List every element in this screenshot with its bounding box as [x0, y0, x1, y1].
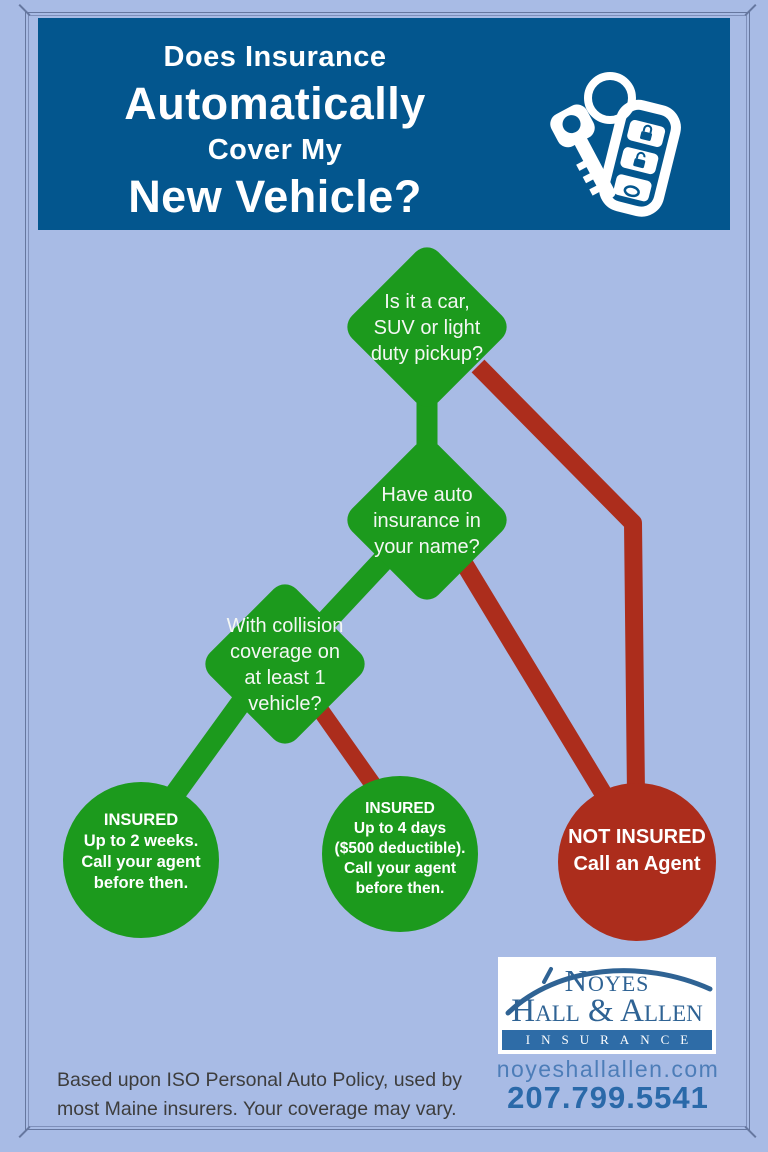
outcome-text-line: NOT INSURED — [568, 826, 706, 848]
question-text-line: vehicle? — [248, 693, 322, 715]
website-text: noyeshallallen.com — [496, 1056, 720, 1082]
decision-label-own-insurance: Have auto insurance in your name? — [340, 482, 514, 560]
question-text-line: insurance in — [373, 510, 481, 532]
yes-line-q3-insured2weeks — [163, 693, 252, 805]
decision-label-vehicle-type: Is it a car, SUV or light duty pickup? — [340, 289, 514, 367]
car-keys-icon — [550, 72, 681, 217]
question-text-line: SUV or light — [373, 317, 481, 339]
outcome-text-line: Call your agent — [81, 853, 201, 871]
outcome-insured-4-days: INSURED Up to 4 days ($500 deductible). … — [322, 776, 478, 932]
question-text-line: your name? — [374, 536, 480, 558]
logo-swoosh-arc — [505, 967, 713, 1016]
outcome-text-line: Call your agent — [344, 860, 456, 877]
title-line-3: Cover My — [207, 134, 343, 166]
header-banner: Does Insurance Automatically Cover My Ne… — [38, 18, 730, 230]
logo-name-top: Noyes — [564, 963, 650, 998]
question-text-line: at least 1 — [244, 667, 326, 689]
title-line-2: Automatically — [124, 78, 426, 129]
disclaimer-line: Based upon ISO Personal Auto Policy, use… — [57, 1069, 463, 1091]
noyes-hall-allen-logo: Noyes Hall & Allen INSURANCE — [498, 957, 716, 1054]
outcome-text-line: INSURED — [103, 811, 179, 829]
question-text-line: Is it a car, — [384, 291, 470, 313]
poster-title: Does Insurance Automatically Cover My Ne… — [65, 36, 485, 222]
outcome-text-line: Call an Agent — [573, 853, 701, 875]
logo-name-bottom: Hall & Allen — [511, 993, 703, 1029]
question-text-line: With collision — [226, 615, 344, 637]
no-line-q1-notinsured — [471, 359, 645, 796]
disclaimer-line: most Maine insurers. Your coverage may v… — [57, 1098, 457, 1120]
outcome-text-line: Up to 4 days — [353, 820, 447, 837]
disclaimer-text: Based upon ISO Personal Auto Policy, use… — [57, 1066, 467, 1124]
question-text-line: coverage on — [229, 641, 341, 663]
outcome-text-line: Up to 2 weeks. — [83, 832, 199, 850]
outcome-insured-2-weeks: INSURED Up to 2 weeks. Call your agent b… — [63, 782, 219, 938]
title-line-4: New Vehicle? — [128, 171, 422, 222]
outcome-text-line: INSURED — [365, 800, 435, 817]
question-text-line: duty pickup? — [370, 343, 484, 365]
outcome-text-line: before then. — [93, 874, 189, 892]
yes-line-q2-q3 — [309, 545, 399, 638]
phone-number: 207.799.5541 — [507, 1080, 709, 1115]
outcome-text-line: ($500 deductible). — [334, 840, 466, 857]
logo-insurance-banner: INSURANCE — [502, 1030, 712, 1050]
decision-label-collision-coverage: With collision coverage on at least 1 ve… — [198, 613, 372, 717]
no-line-q2-notinsured — [454, 555, 614, 803]
outcome-text-line: before then. — [355, 880, 445, 897]
question-text-line: Have auto — [381, 484, 473, 506]
title-line-1: Does Insurance — [163, 41, 387, 73]
outcome-not-insured: NOT INSURED Call an Agent — [558, 783, 716, 941]
